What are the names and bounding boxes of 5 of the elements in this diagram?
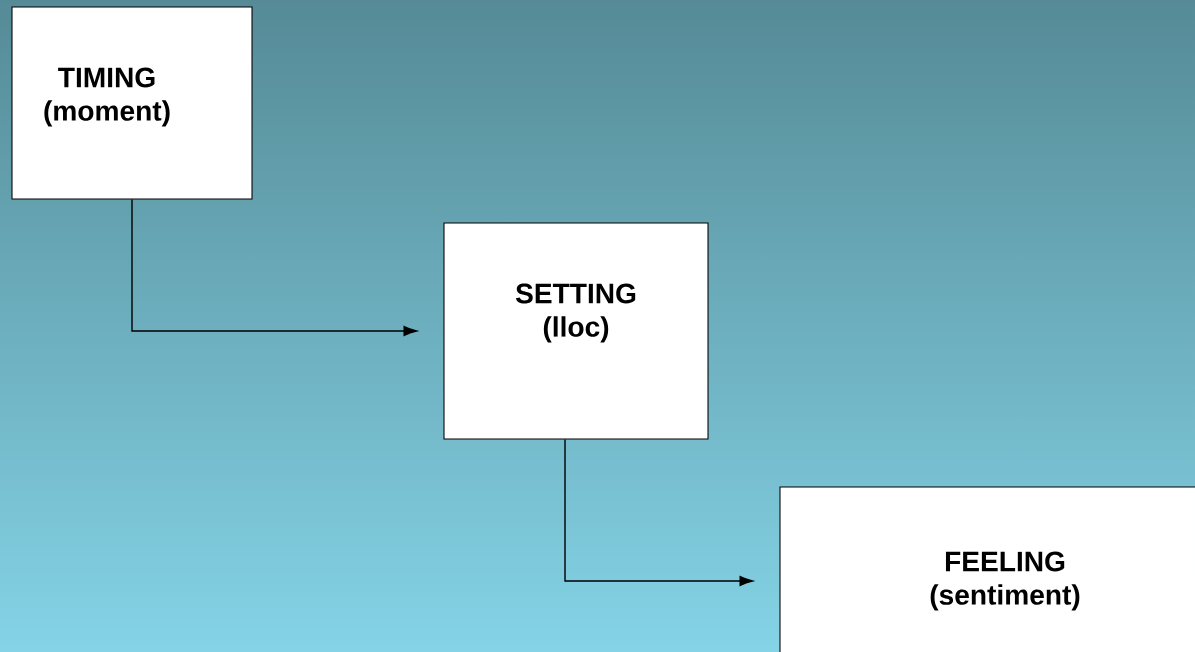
arrow [131, 198, 418, 337]
arrow [564, 438, 754, 587]
text-box: TIMING (moment) [11, 6, 253, 200]
text-box: FEELING (sentiment) [779, 486, 1195, 652]
text-box: SETTING (lloc) [443, 222, 709, 440]
